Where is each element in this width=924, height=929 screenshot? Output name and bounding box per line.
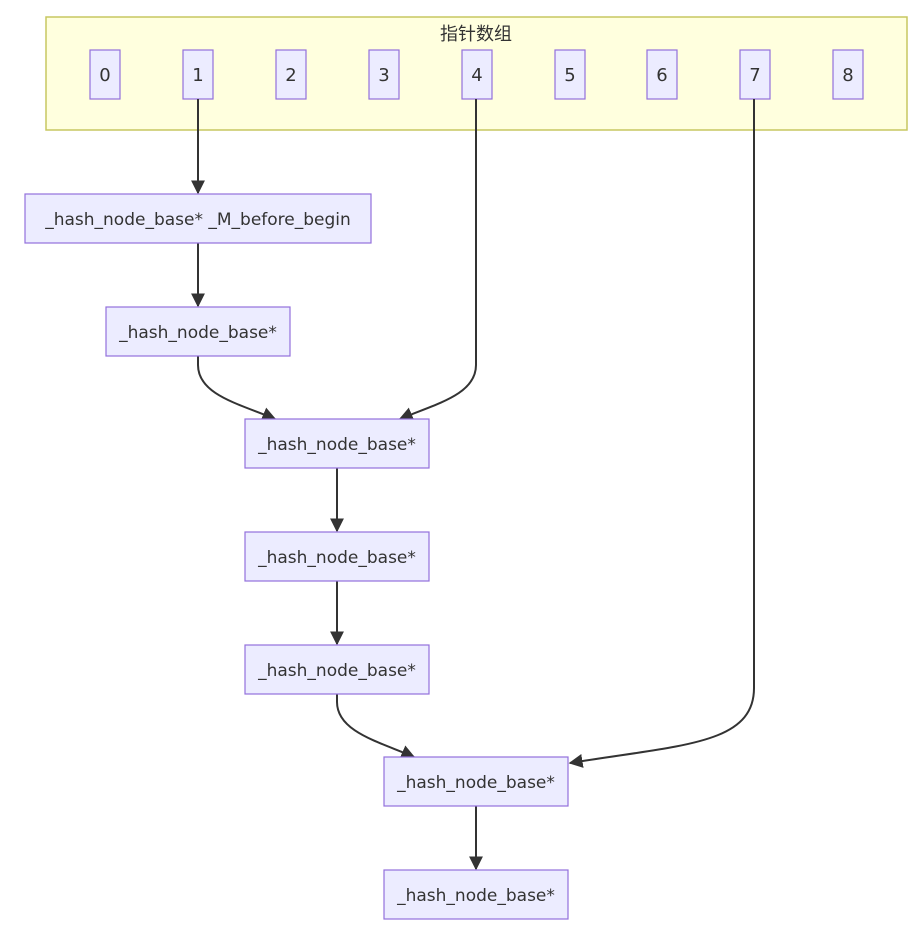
node-label: _hash_node_base*: [396, 886, 555, 906]
array-cell-label: 7: [749, 65, 760, 86]
array-cell-0[interactable]: 0: [89, 49, 121, 100]
edge-node1-to-node2: [197, 356, 277, 421]
array-cell-7[interactable]: 7: [739, 49, 771, 100]
array-cell-1[interactable]: 1: [182, 49, 214, 100]
array-cell-label: 5: [564, 65, 575, 86]
edge-node4-to-node5: [336, 694, 416, 759]
array-cell-5[interactable]: 5: [554, 49, 586, 100]
node-before-begin[interactable]: _hash_node_base* _M_before_begin: [24, 193, 372, 244]
array-cell-label: 1: [192, 65, 203, 86]
edges: [191, 99, 755, 871]
array-cell-label: 6: [656, 65, 667, 86]
array-cell-6[interactable]: 6: [646, 49, 678, 100]
node-label: _hash_node_base*: [257, 548, 416, 568]
array-cell-3[interactable]: 3: [368, 49, 400, 100]
array-cell-label: 0: [99, 65, 110, 86]
node-2[interactable]: _hash_node_base*: [244, 418, 430, 469]
node-6[interactable]: _hash_node_base*: [383, 869, 569, 920]
node-1[interactable]: _hash_node_base*: [105, 306, 291, 357]
node-label: _hash_node_base*: [257, 661, 416, 681]
array-cell-8[interactable]: 8: [832, 49, 864, 100]
pointer-array-title: 指针数组: [440, 24, 512, 45]
array-cell-2[interactable]: 2: [275, 49, 307, 100]
edge-cell4-to-node2: [398, 99, 477, 421]
node-5[interactable]: _hash_node_base*: [383, 756, 569, 807]
node-3[interactable]: _hash_node_base*: [244, 531, 430, 582]
nodes: _hash_node_base* _M_before_begin _hash_n…: [24, 193, 569, 920]
array-cell-label: 2: [285, 65, 296, 86]
array-cell-4[interactable]: 4: [461, 49, 493, 100]
array-cells: 0 1 2 3 4 5 6 7: [89, 49, 864, 100]
array-cell-label: 3: [378, 65, 389, 86]
edge-cell7-to-node5: [568, 99, 755, 768]
array-cell-label: 4: [471, 65, 482, 86]
array-cell-label: 8: [842, 65, 853, 86]
node-label: _hash_node_base*: [118, 323, 277, 343]
node-4[interactable]: _hash_node_base*: [244, 644, 430, 695]
node-label: _hash_node_base*: [257, 435, 416, 455]
node-label: _hash_node_base*: [396, 773, 555, 793]
node-label: _hash_node_base* _M_before_begin: [44, 210, 351, 230]
